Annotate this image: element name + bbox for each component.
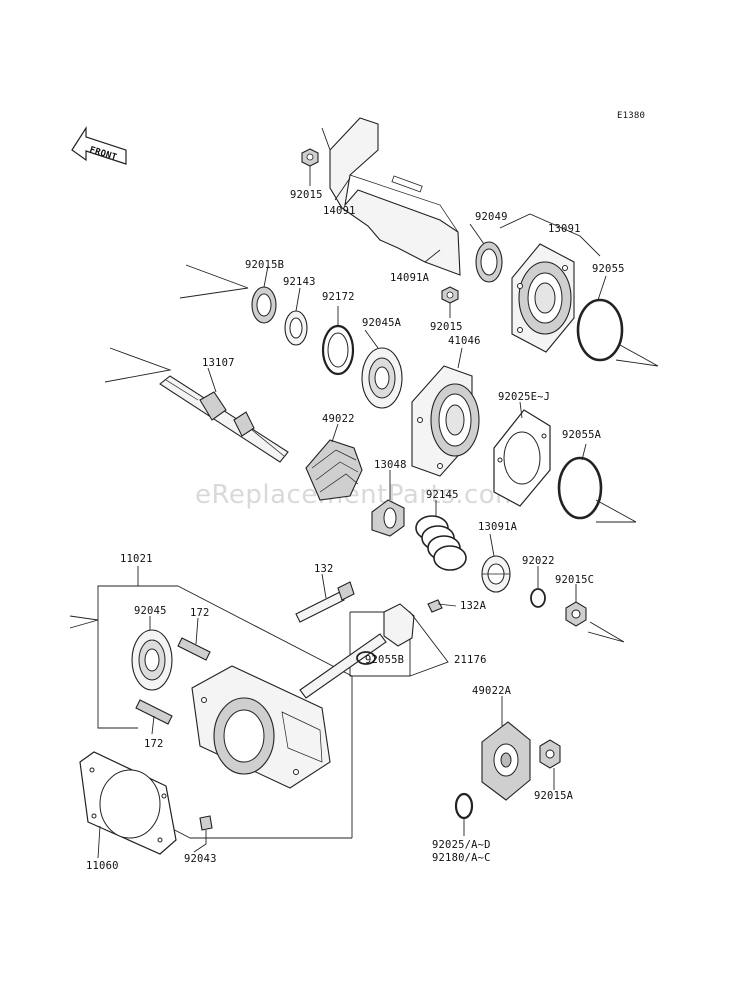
nut-92015c-part [565, 601, 587, 627]
label-92015-top: 92015 [290, 189, 323, 201]
gear-49022-part [305, 439, 363, 501]
label-92055a: 92055A [562, 429, 602, 441]
housing-41046-part [411, 365, 480, 477]
nut-92015-mid-part [441, 286, 459, 304]
label-92055b: 92055B [365, 654, 404, 666]
label-11060: 11060 [86, 860, 119, 872]
label-49022: 49022 [322, 413, 355, 425]
housing-13091-part [511, 243, 575, 353]
gasket-92025-part [493, 409, 551, 507]
collar-13091a-part [481, 555, 511, 593]
seal-92049-part [475, 241, 503, 283]
oring-92055a-part [557, 456, 603, 520]
label-92015b: 92015B [245, 259, 284, 271]
label-172-top: 172 [190, 607, 210, 619]
label-41046: 41046 [448, 335, 481, 347]
seal-92015b-part [251, 286, 277, 324]
label-92180ac: 92180/A~C [432, 852, 491, 864]
bolt-132a-part [427, 599, 457, 613]
label-132a: 132A [460, 600, 487, 612]
label-13107: 13107 [202, 357, 235, 369]
label-21176: 21176 [454, 654, 487, 666]
label-92172: 92172 [322, 291, 355, 303]
label-92015-mid: 92015 [430, 321, 463, 333]
label-92045: 92045 [134, 605, 167, 617]
gasket-11060-part [79, 751, 177, 855]
oring-92055-part [576, 298, 624, 362]
label-92025ad: 92025/A~D [432, 839, 491, 851]
label-92055: 92055 [592, 263, 625, 275]
label-14091: 14091 [323, 205, 356, 217]
label-132: 132 [314, 563, 334, 575]
label-13091a: 13091A [478, 521, 518, 533]
label-92022: 92022 [522, 555, 555, 567]
label-92049: 92049 [475, 211, 508, 223]
shim-92172-part [321, 324, 355, 376]
case-11021-part [191, 665, 331, 789]
label-13048: 13048 [374, 459, 407, 471]
label-11021: 11021 [120, 553, 153, 565]
diagram-code: E1380 [617, 111, 645, 121]
oring-92055b-part [356, 651, 376, 665]
label-14091a: 14091A [390, 272, 430, 284]
front-direction-arrow: FRONT [71, 125, 127, 165]
sensor-21176-part [299, 603, 415, 699]
label-92015c: 92015C [555, 574, 594, 586]
bearing-92045-part [131, 629, 173, 691]
washer-92025-part [454, 792, 474, 820]
spring-92145-part [415, 515, 467, 571]
label-13091: 13091 [548, 223, 581, 235]
bearing-92045a-part [361, 347, 403, 409]
bolt-132-part [295, 581, 355, 623]
nut-92015a-part [539, 739, 561, 769]
label-92043: 92043 [184, 853, 217, 865]
label-92045a: 92045A [362, 317, 402, 329]
nut-92015-top-part [301, 148, 319, 167]
stud-172-bottom-part [135, 699, 173, 725]
label-49022a: 49022A [472, 685, 512, 697]
stud-172-top-part [177, 637, 211, 661]
washer-92022-part [530, 588, 546, 608]
label-92015a: 92015A [534, 790, 574, 802]
watermark-text: eReplacementParts.com [195, 480, 521, 510]
label-92025ej: 92025E~J [498, 391, 550, 403]
pin-92043-part [199, 815, 213, 831]
label-92145: 92145 [426, 489, 459, 501]
bracket-14091-part [329, 117, 461, 276]
sleeve-13048-part [371, 499, 405, 537]
label-92143: 92143 [283, 276, 316, 288]
gear-49022a-part [481, 721, 531, 801]
label-172-bottom: 172 [144, 738, 164, 750]
collar-92143-part [284, 310, 308, 346]
shaft-13107-part [159, 375, 289, 463]
